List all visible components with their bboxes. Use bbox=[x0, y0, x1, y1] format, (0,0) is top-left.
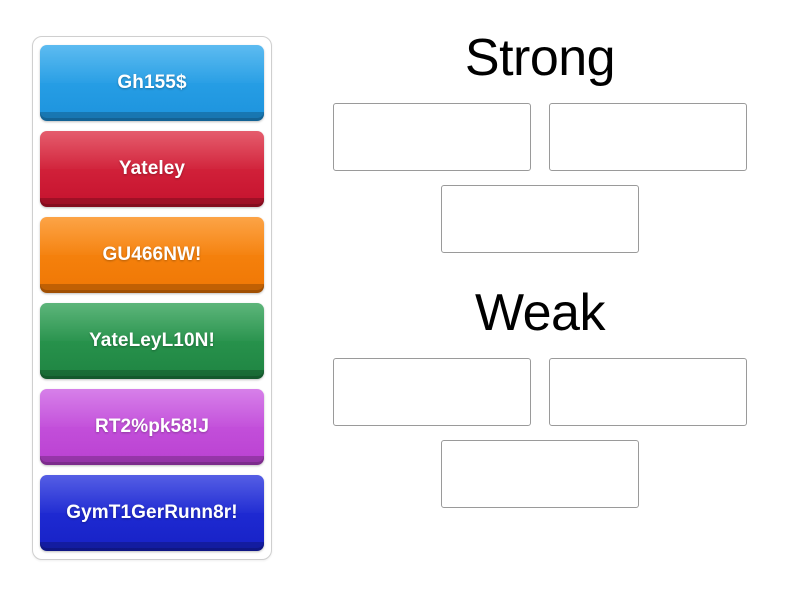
dropzone-strong-2[interactable] bbox=[549, 103, 747, 172]
dropzone-row bbox=[300, 440, 780, 509]
card-label: GymT1GerRunn8r! bbox=[66, 502, 238, 523]
draggable-card-yateleyl10n[interactable]: YateLeyL10N! bbox=[40, 303, 264, 379]
dropzone-strong-3[interactable] bbox=[441, 185, 639, 254]
card-label: Gh155$ bbox=[117, 72, 187, 93]
draggable-card-rt2pk58[interactable]: RT2%pk58!J bbox=[40, 389, 264, 465]
dropzone-weak-3[interactable] bbox=[441, 440, 639, 509]
draggable-card-tray: Gh155$ Yateley GU466NW! YateLeyL10N! RT2… bbox=[32, 36, 272, 560]
dropzone-group-weak bbox=[300, 358, 780, 509]
card-label: YateLeyL10N! bbox=[89, 330, 215, 351]
category-title-weak: Weak bbox=[475, 284, 605, 343]
category-strong: Strong bbox=[300, 29, 780, 254]
dropzone-row bbox=[300, 103, 780, 172]
dropzone-weak-2[interactable] bbox=[549, 358, 747, 427]
draggable-card-yateley[interactable]: Yateley bbox=[40, 131, 264, 207]
card-label: Yateley bbox=[118, 158, 186, 179]
category-weak: Weak bbox=[300, 284, 780, 509]
category-panel: Strong Weak bbox=[300, 28, 780, 568]
dropzone-row bbox=[300, 358, 780, 427]
dropzone-strong-1[interactable] bbox=[333, 103, 531, 172]
dropzone-group-strong bbox=[300, 103, 780, 254]
draggable-card-gu466nw[interactable]: GU466NW! bbox=[40, 217, 264, 293]
dropzone-row bbox=[300, 185, 780, 254]
dropzone-weak-1[interactable] bbox=[333, 358, 531, 427]
card-label: RT2%pk58!J bbox=[95, 416, 209, 437]
category-title-strong: Strong bbox=[464, 29, 616, 87]
card-label: GU466NW! bbox=[102, 244, 202, 265]
draggable-card-gymt1gerrunn8r[interactable]: GymT1GerRunn8r! bbox=[40, 475, 264, 551]
draggable-card-gh155[interactable]: Gh155$ bbox=[40, 45, 264, 121]
